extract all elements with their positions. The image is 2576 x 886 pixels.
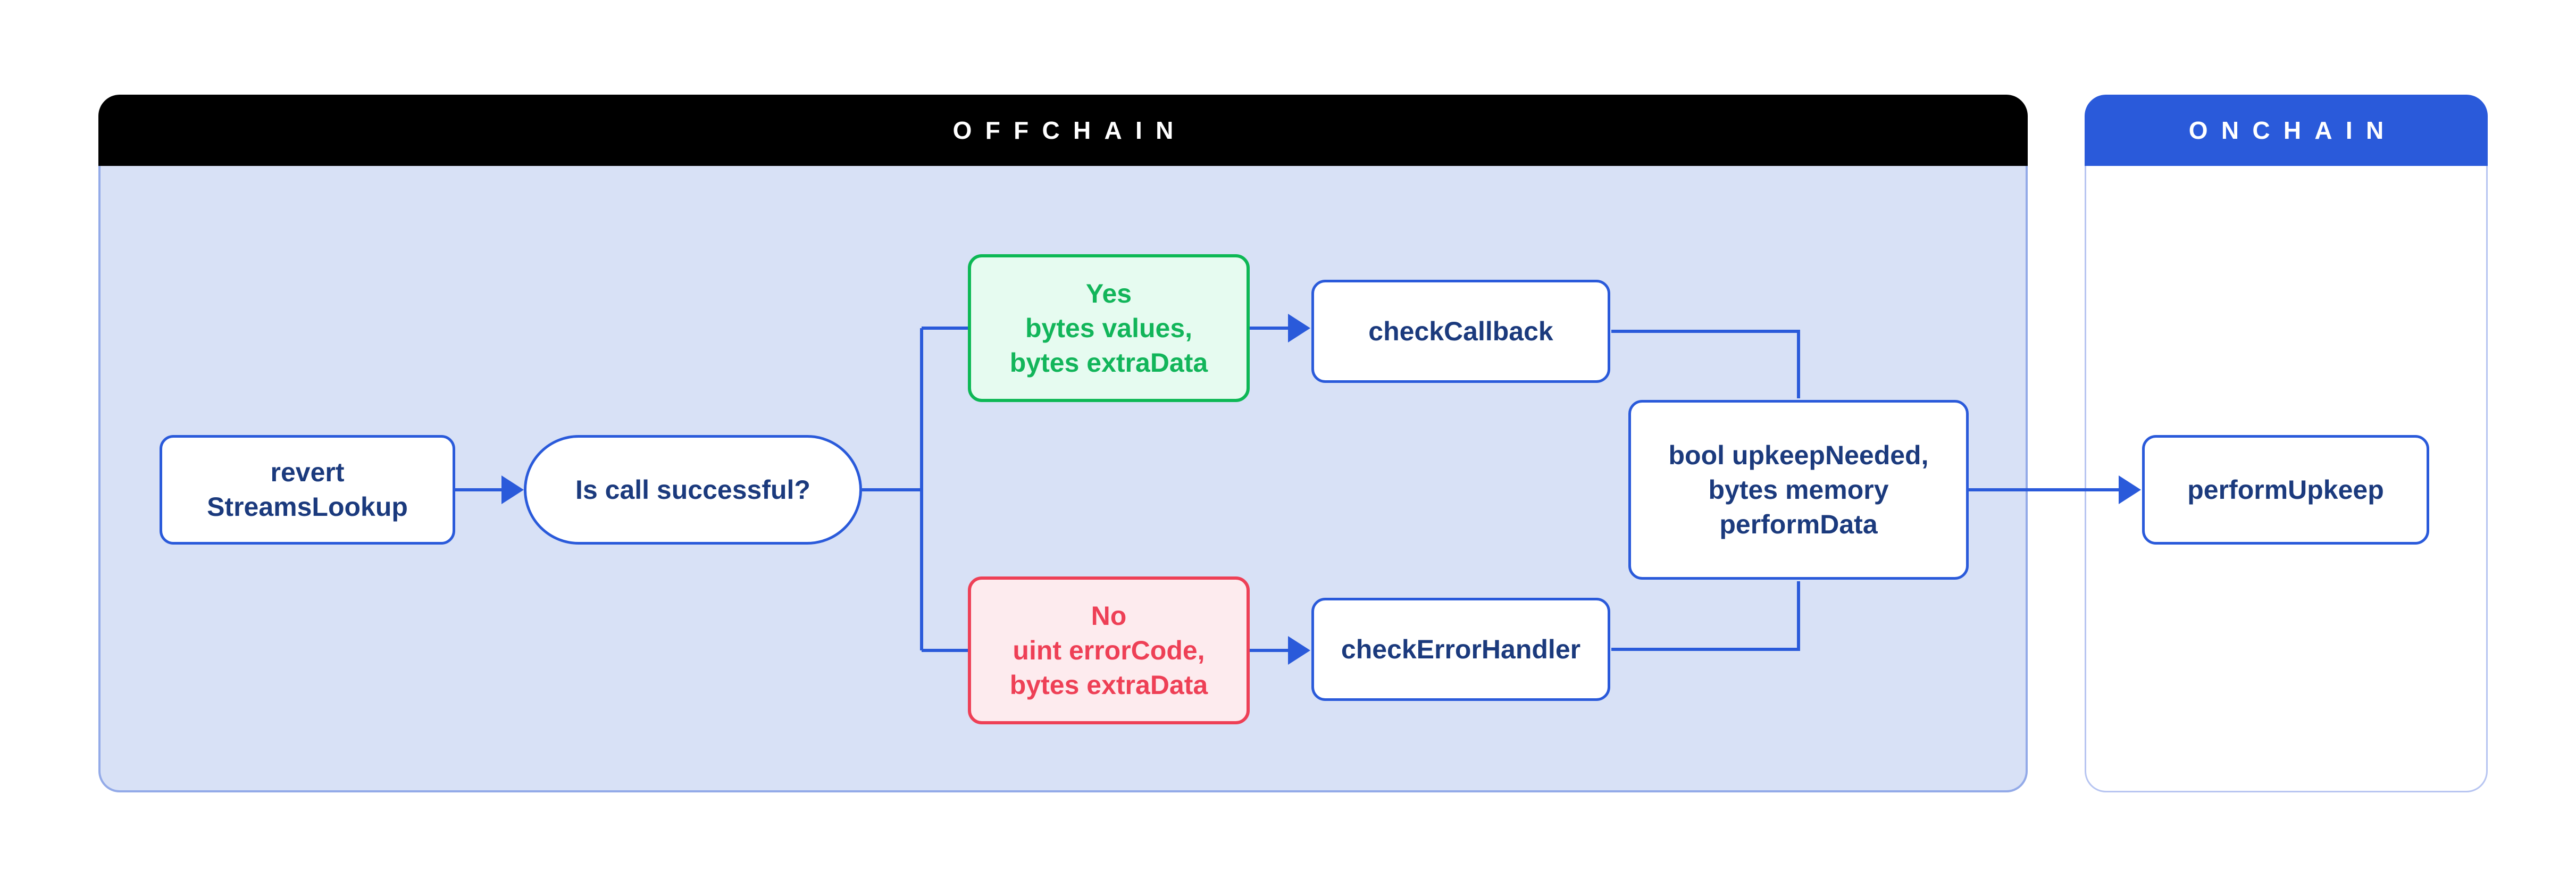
node-text-line: bytes values, xyxy=(1025,313,1193,343)
onchain-header: ONCHAIN xyxy=(2085,95,2488,166)
node-text-line: StreamsLookup xyxy=(207,492,408,522)
node-text-line: Is call successful? xyxy=(575,474,810,505)
node-text-line: checkErrorHandler xyxy=(1341,634,1581,664)
onchain-header-label: ONCHAIN xyxy=(2188,116,2397,144)
node-text-line: bytes extraData xyxy=(1009,347,1208,378)
node-text-line: No xyxy=(1091,600,1127,631)
offchain-header: OFFCHAIN xyxy=(98,95,2028,166)
node-text-line: Yes xyxy=(1085,278,1132,308)
arrowhead xyxy=(1288,314,1310,342)
node-yes-branch: Yes bytes values, bytes extraData xyxy=(968,254,1250,402)
node-is-call-successful: Is call successful? xyxy=(524,435,862,545)
edge-check-error-to-result xyxy=(1611,581,1800,651)
node-upkeep-result: bool upkeepNeeded, bytes memory performD… xyxy=(1628,400,1969,580)
node-perform-upkeep: performUpkeep xyxy=(2142,435,2429,545)
node-no-branch: No uint errorCode, bytes extraData xyxy=(968,576,1250,724)
node-revert-streams-lookup: revert StreamsLookup xyxy=(160,435,455,545)
node-text-line: revert xyxy=(270,457,345,487)
arrowhead xyxy=(2119,475,2141,504)
node-text-line: checkCallback xyxy=(1368,316,1553,346)
node-text-line: bytes memory xyxy=(1708,474,1889,505)
node-text-line: performData xyxy=(1719,509,1878,539)
edge-question-split xyxy=(862,327,968,652)
arrowhead xyxy=(1288,636,1310,665)
node-check-error-handler: checkErrorHandler xyxy=(1311,598,1610,701)
node-text-line: bool upkeepNeeded, xyxy=(1668,440,1929,470)
node-text-line: uint errorCode, xyxy=(1013,635,1205,665)
node-check-callback: checkCallback xyxy=(1311,280,1610,383)
offchain-header-label: OFFCHAIN xyxy=(952,116,1187,144)
node-text-line: performUpkeep xyxy=(2187,474,2384,505)
node-text-line: bytes extraData xyxy=(1009,670,1208,700)
edge-check-callback-to-result xyxy=(1611,330,1800,398)
arrowhead xyxy=(501,475,524,504)
